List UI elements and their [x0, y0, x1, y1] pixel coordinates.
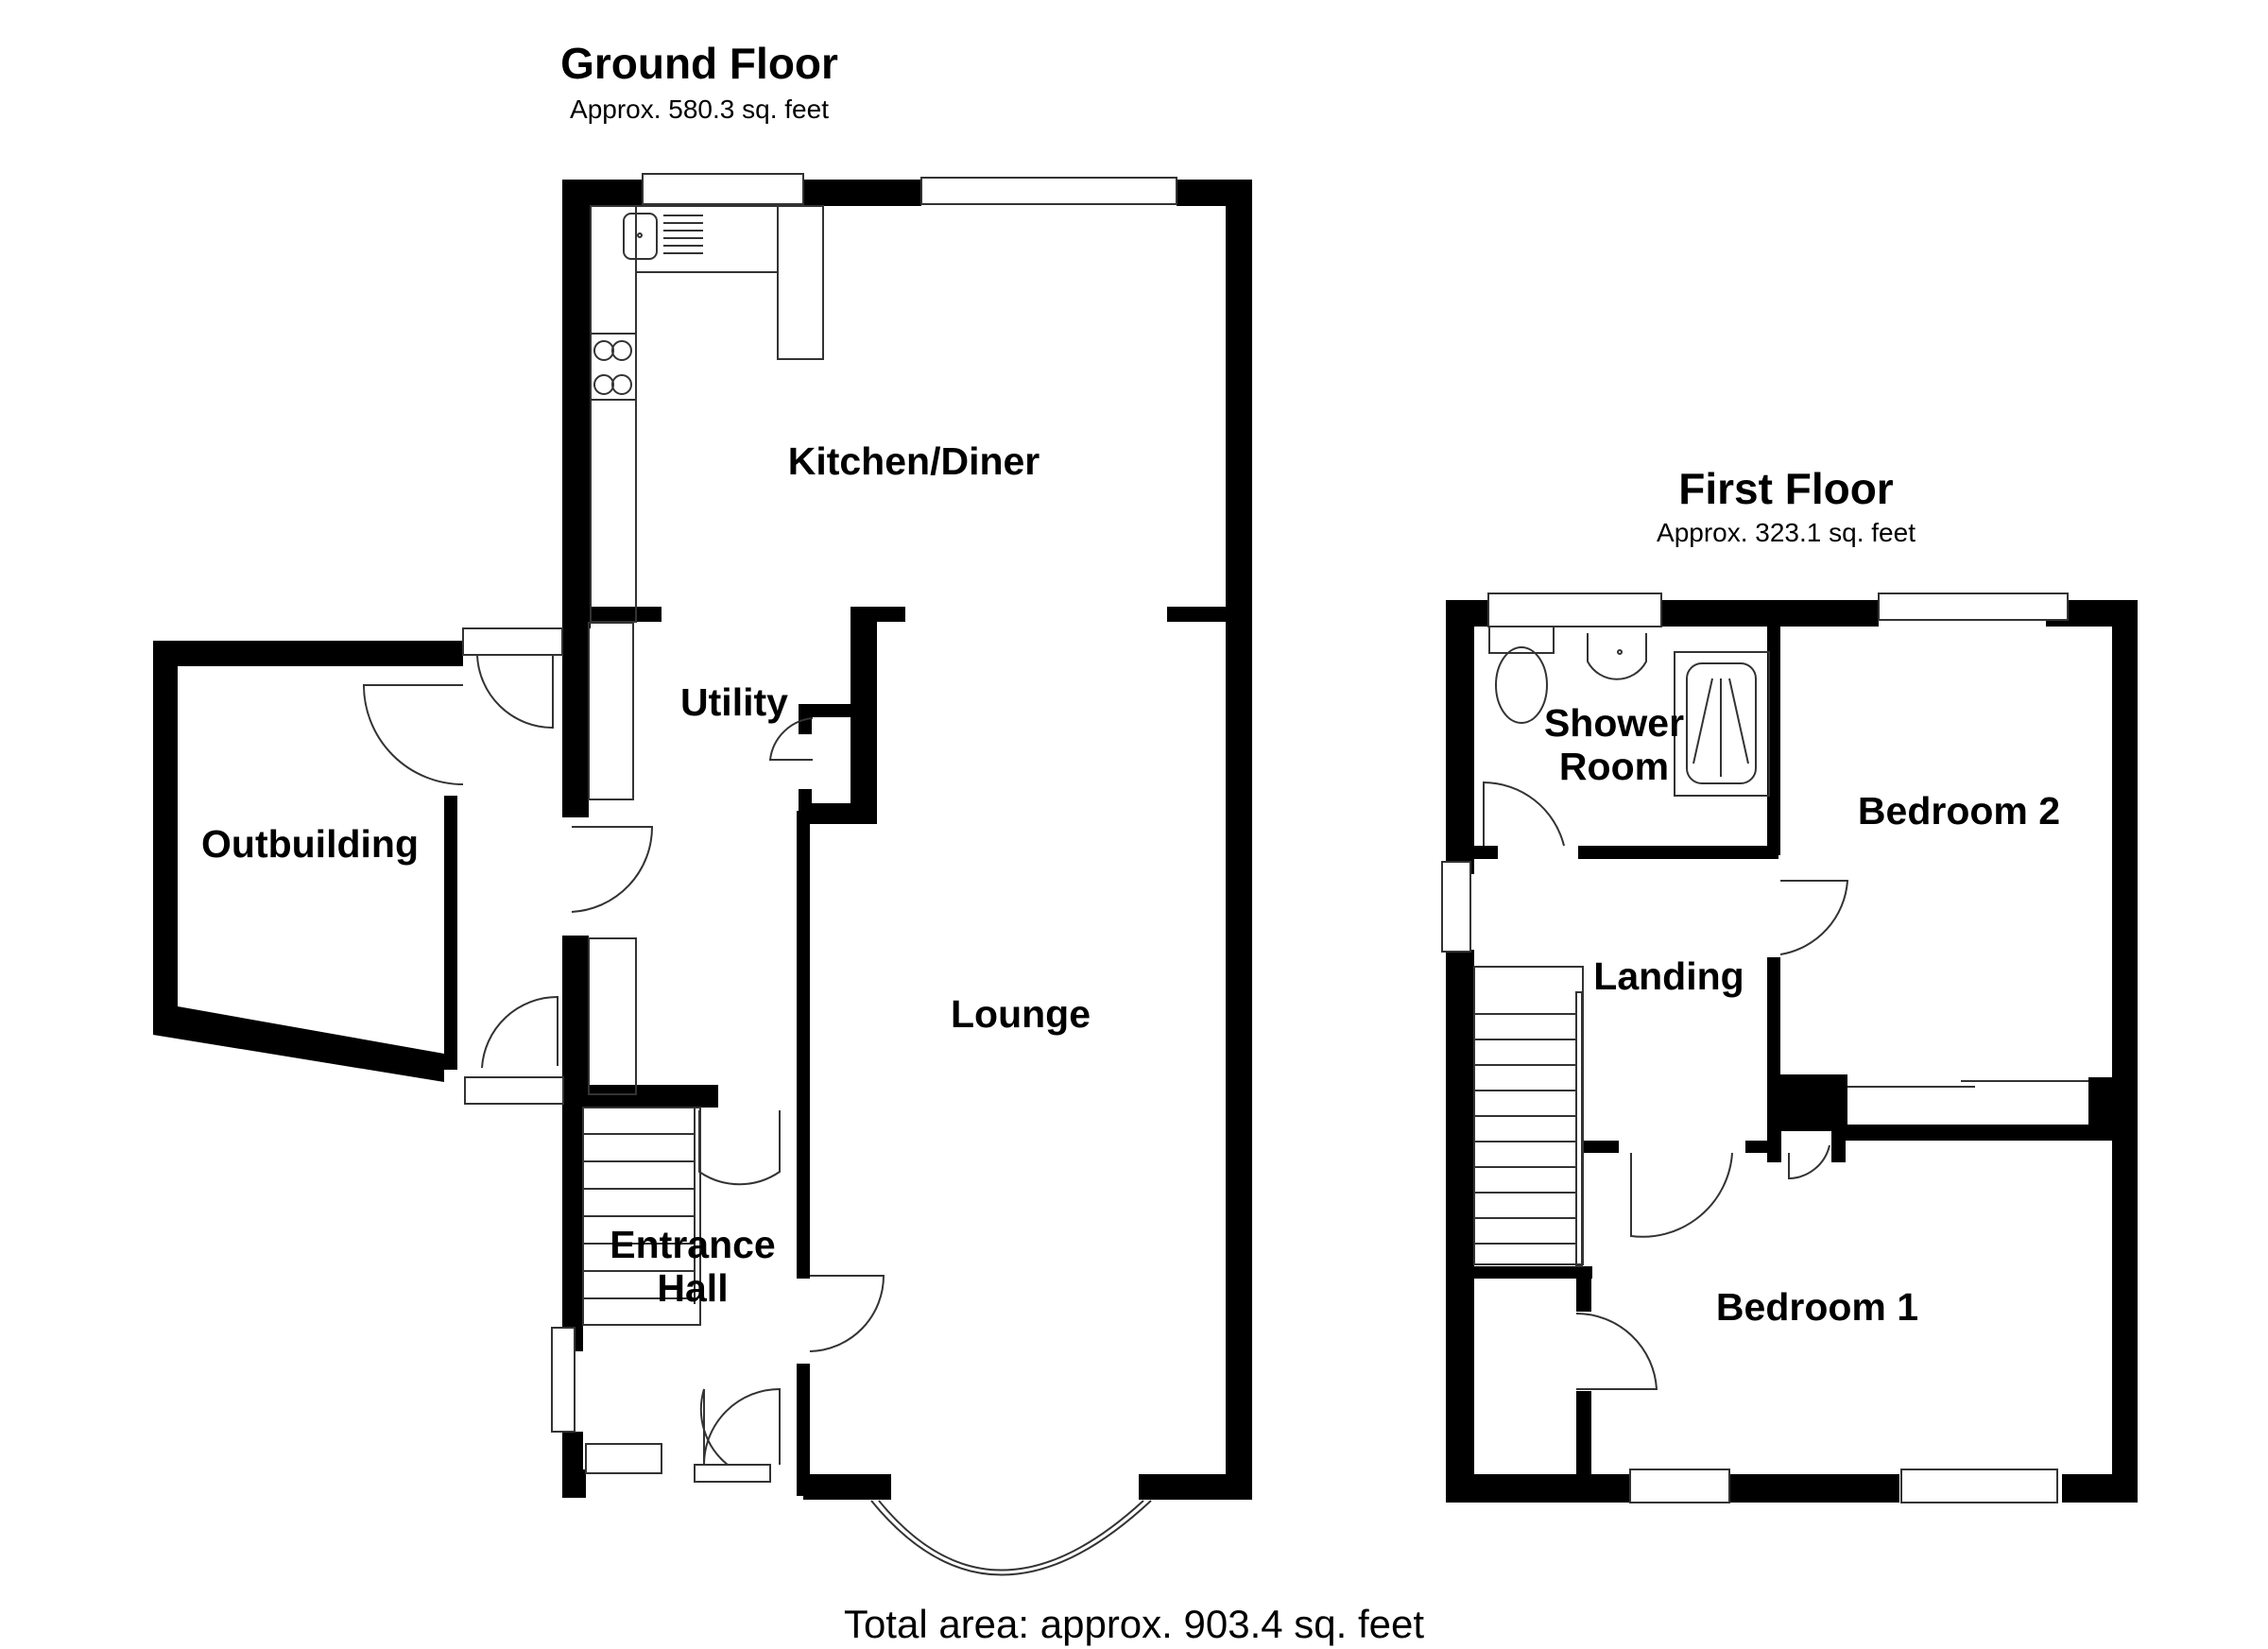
ground-stairs [582, 1107, 701, 1326]
ground-floor-area: Approx. 580.3 sq. feet [570, 94, 829, 124]
room-label-entrance-hall: Entrance Hall [610, 1223, 775, 1310]
room-label-outbuilding: Outbuilding [201, 822, 419, 866]
room-label-kitchen-diner: Kitchen/Diner [787, 439, 1040, 483]
room-label-entrance-line2: Hall [657, 1266, 729, 1310]
drainer-lines [663, 215, 703, 254]
total-area: Total area: approx. 903.4 sq. feet [843, 1602, 1425, 1646]
ground-floor-title: Ground Floor [560, 39, 838, 88]
first-floor-title: First Floor [1678, 464, 1894, 513]
room-label-bedroom-1: Bedroom 1 [1715, 1285, 1919, 1329]
first-floor-area: Approx. 323.1 sq. feet [1657, 518, 1916, 547]
room-label-shower-line2: Room [1558, 745, 1670, 788]
room-label-bedroom-2: Bedroom 2 [1857, 789, 2061, 833]
room-label-shower-line1: Shower [1543, 701, 1685, 745]
room-label-entrance-line1: Entrance [610, 1223, 776, 1266]
room-label-landing: Landing [1593, 954, 1744, 998]
room-label-utility: Utility [680, 680, 788, 724]
room-label-lounge: Lounge [950, 992, 1091, 1036]
room-label-shower-room: Shower Room [1544, 701, 1684, 788]
first-floor-stairs [1473, 966, 1584, 1267]
first-floor-plan [1441, 593, 2138, 1503]
ground-floor-plan [153, 173, 1252, 1576]
